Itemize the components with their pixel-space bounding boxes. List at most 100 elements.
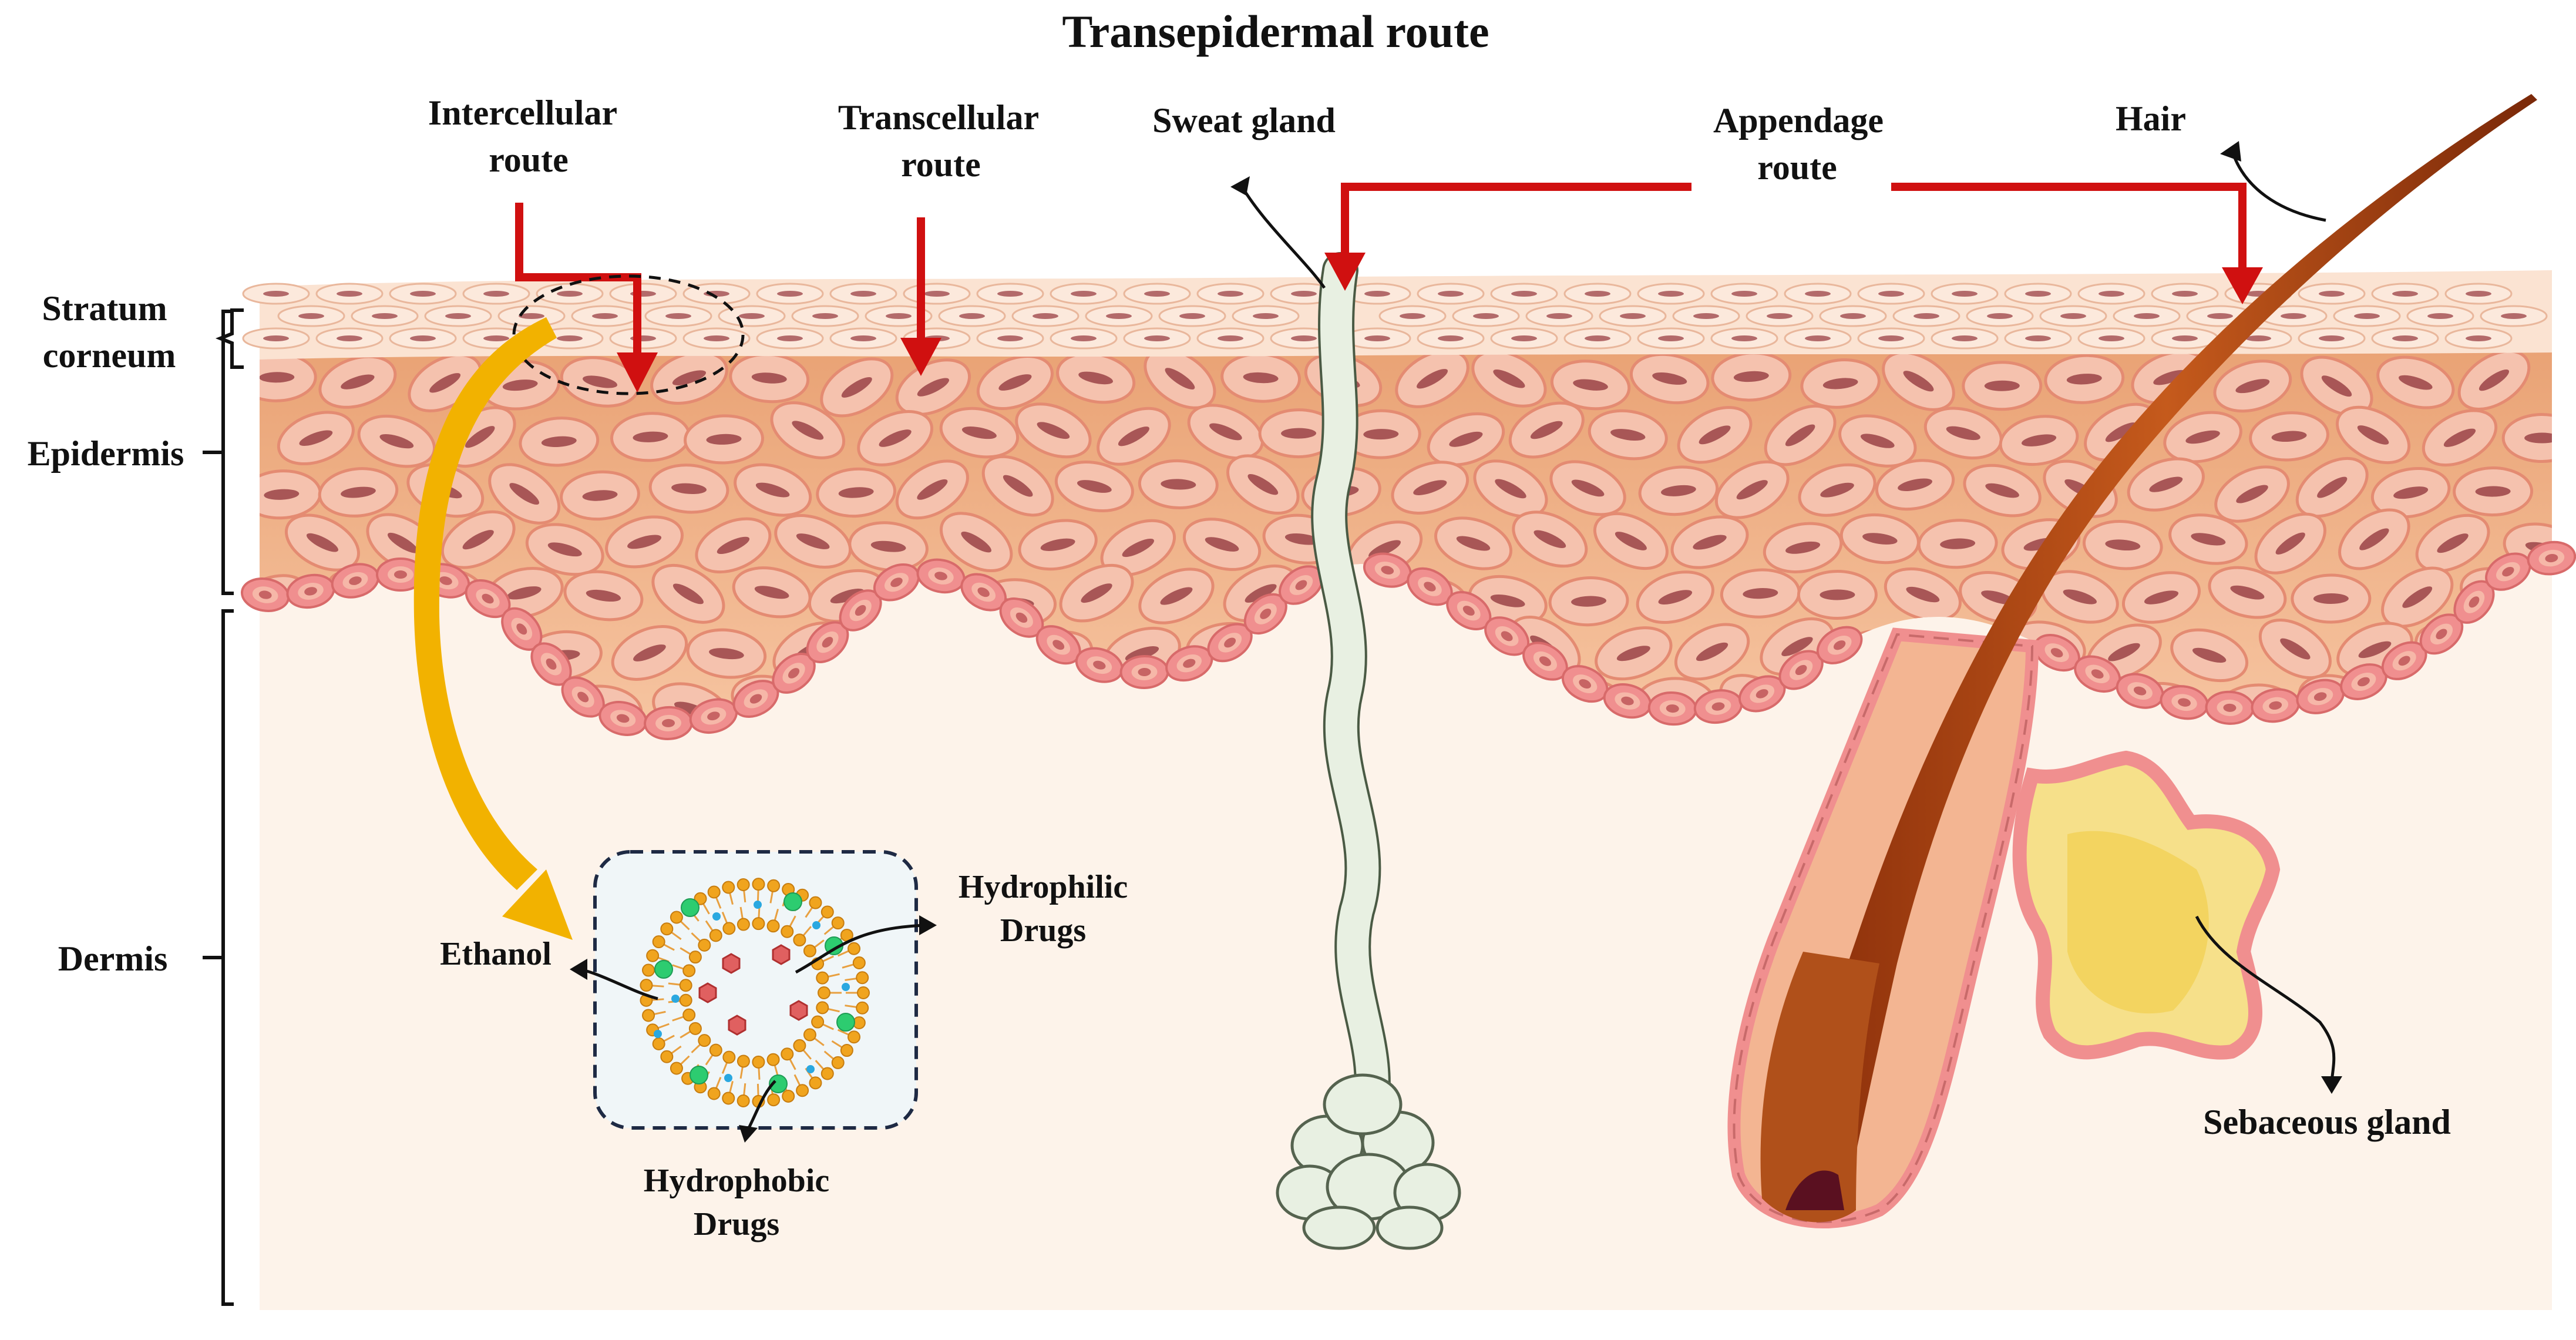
corneocyte xyxy=(571,305,639,327)
hydrophilic-drugs-label-2: Drugs xyxy=(1000,912,1086,949)
sebaceous-pointer xyxy=(2195,915,2336,1082)
corneocyte xyxy=(2333,305,2401,327)
basal-cell xyxy=(2453,580,2495,624)
epidermal-cell xyxy=(1963,464,2042,518)
transcellular-route-label-1: Transcellular xyxy=(838,98,1039,137)
epidermal-cell xyxy=(651,563,725,624)
epidermal-cell xyxy=(1226,454,1300,515)
hydrophilic-pointer-head xyxy=(919,915,937,935)
epidermal-cell xyxy=(820,357,894,418)
epidermal-cell xyxy=(610,412,691,462)
epidermal-cell xyxy=(1875,459,1955,511)
epidermal-cell xyxy=(939,512,1013,573)
ethanol-molecule xyxy=(671,995,680,1003)
corneocyte xyxy=(976,327,1044,350)
epidermal-cell xyxy=(2457,350,2531,411)
epidermal-cell xyxy=(2163,411,2242,464)
corneocyte xyxy=(1857,283,1925,305)
epidermal-cell xyxy=(2291,573,2372,624)
basal-cell xyxy=(644,706,694,740)
ethanol-label: Ethanol xyxy=(440,936,551,972)
corneocyte xyxy=(682,283,751,305)
basal-cell xyxy=(806,621,849,663)
intercellular-route-label-1: Intercellular xyxy=(428,93,617,132)
epidermal-cell xyxy=(1674,623,1750,681)
epidermal-cell xyxy=(1508,401,1585,459)
epidermal-cell xyxy=(1764,404,1837,466)
epidermal-cell xyxy=(1258,408,1339,459)
corneocyte xyxy=(1050,327,1118,350)
appendage-arrow-right xyxy=(1891,183,2247,271)
appendage-route-label-1: Appendage xyxy=(1713,101,1884,140)
corneocyte xyxy=(536,283,604,305)
corneocyte xyxy=(2077,283,2145,305)
basal-cell xyxy=(1207,623,1253,663)
epidermal-cell xyxy=(1340,409,1421,459)
epidermal-cell xyxy=(1595,626,1673,681)
appendage-arrowhead-right xyxy=(2222,267,2263,304)
basal-cell xyxy=(2527,540,2576,576)
basal-cell-layer xyxy=(240,540,2576,740)
corneocyte xyxy=(1710,327,1778,350)
epidermal-cell xyxy=(1800,358,1881,409)
ethanol-molecule xyxy=(712,912,721,921)
basal-cell xyxy=(2033,634,2080,672)
corneocyte xyxy=(2371,283,2439,305)
epidermal-cell xyxy=(2121,571,2201,624)
corneocyte xyxy=(2298,327,2366,350)
corneocyte xyxy=(1490,283,1558,305)
epidermal-cell xyxy=(1763,522,1843,573)
epidermal-cell xyxy=(1395,349,1469,408)
hydrophilic-drug-molecule xyxy=(722,953,741,974)
epidermal-cell xyxy=(1917,519,1998,569)
epidermal-cell xyxy=(695,517,772,574)
hydrophobic-drug-molecule xyxy=(769,1074,788,1093)
epidermal-cell xyxy=(774,514,852,569)
sebaceous-gland xyxy=(2012,750,2281,1060)
epidermal-cell xyxy=(1548,576,1629,627)
corneocyte xyxy=(829,283,897,305)
hydrophilic-drug-molecule xyxy=(698,982,717,1003)
corneocyte xyxy=(1857,327,1925,350)
basal-cell xyxy=(2485,552,2531,591)
corneocyte xyxy=(1525,305,1593,327)
hydrophobic-drugs-label-1: Hydrophobic xyxy=(644,1163,829,1199)
corneocyte xyxy=(1452,305,1520,327)
epidermal-cell xyxy=(2258,619,2332,680)
diagram-title: Transepidermal route xyxy=(1062,6,1489,57)
epidermal-cell xyxy=(2453,466,2534,517)
basal-cell xyxy=(1738,675,1786,713)
epidermal-cell xyxy=(648,464,729,514)
corneocyte xyxy=(1784,327,1852,350)
hydrophobic-drug-molecule xyxy=(836,1013,855,1032)
basal-cell xyxy=(2205,690,2255,725)
corneocyte xyxy=(1599,305,1667,327)
hydrophobic-pointer xyxy=(747,1080,776,1129)
hair-label: Hair xyxy=(2116,99,2186,138)
corneocyte xyxy=(2444,283,2513,305)
epidermal-cell xyxy=(1923,407,2003,460)
corneocyte xyxy=(609,283,677,305)
basal-cell xyxy=(2074,655,2121,693)
corneocyte xyxy=(1158,305,1226,327)
stratum-corneum-label-2: corneum xyxy=(43,336,176,375)
epidermal-cell xyxy=(1962,361,2043,411)
epidermal-cell xyxy=(1798,463,1876,517)
epidermal-cell xyxy=(1797,569,1878,620)
stratum-corneum-layer xyxy=(242,270,2552,360)
vesicle-inset xyxy=(593,850,918,1130)
hair-pointer-head xyxy=(2220,141,2241,162)
hair-pointer xyxy=(2230,149,2326,222)
epidermal-cell xyxy=(686,628,767,679)
corneocyte xyxy=(389,283,457,305)
corneocyte xyxy=(389,327,457,350)
corneocyte xyxy=(1085,305,1153,327)
corneocyte xyxy=(424,305,492,327)
corneocyte xyxy=(1892,305,1960,327)
epidermal-cell xyxy=(1711,351,1792,402)
basal-cell xyxy=(2116,673,2164,709)
corneocyte xyxy=(1417,327,1485,350)
epidermal-cell xyxy=(1549,460,1626,516)
epidermal-cell xyxy=(277,411,355,466)
hydrophilic-pointer xyxy=(795,923,926,974)
